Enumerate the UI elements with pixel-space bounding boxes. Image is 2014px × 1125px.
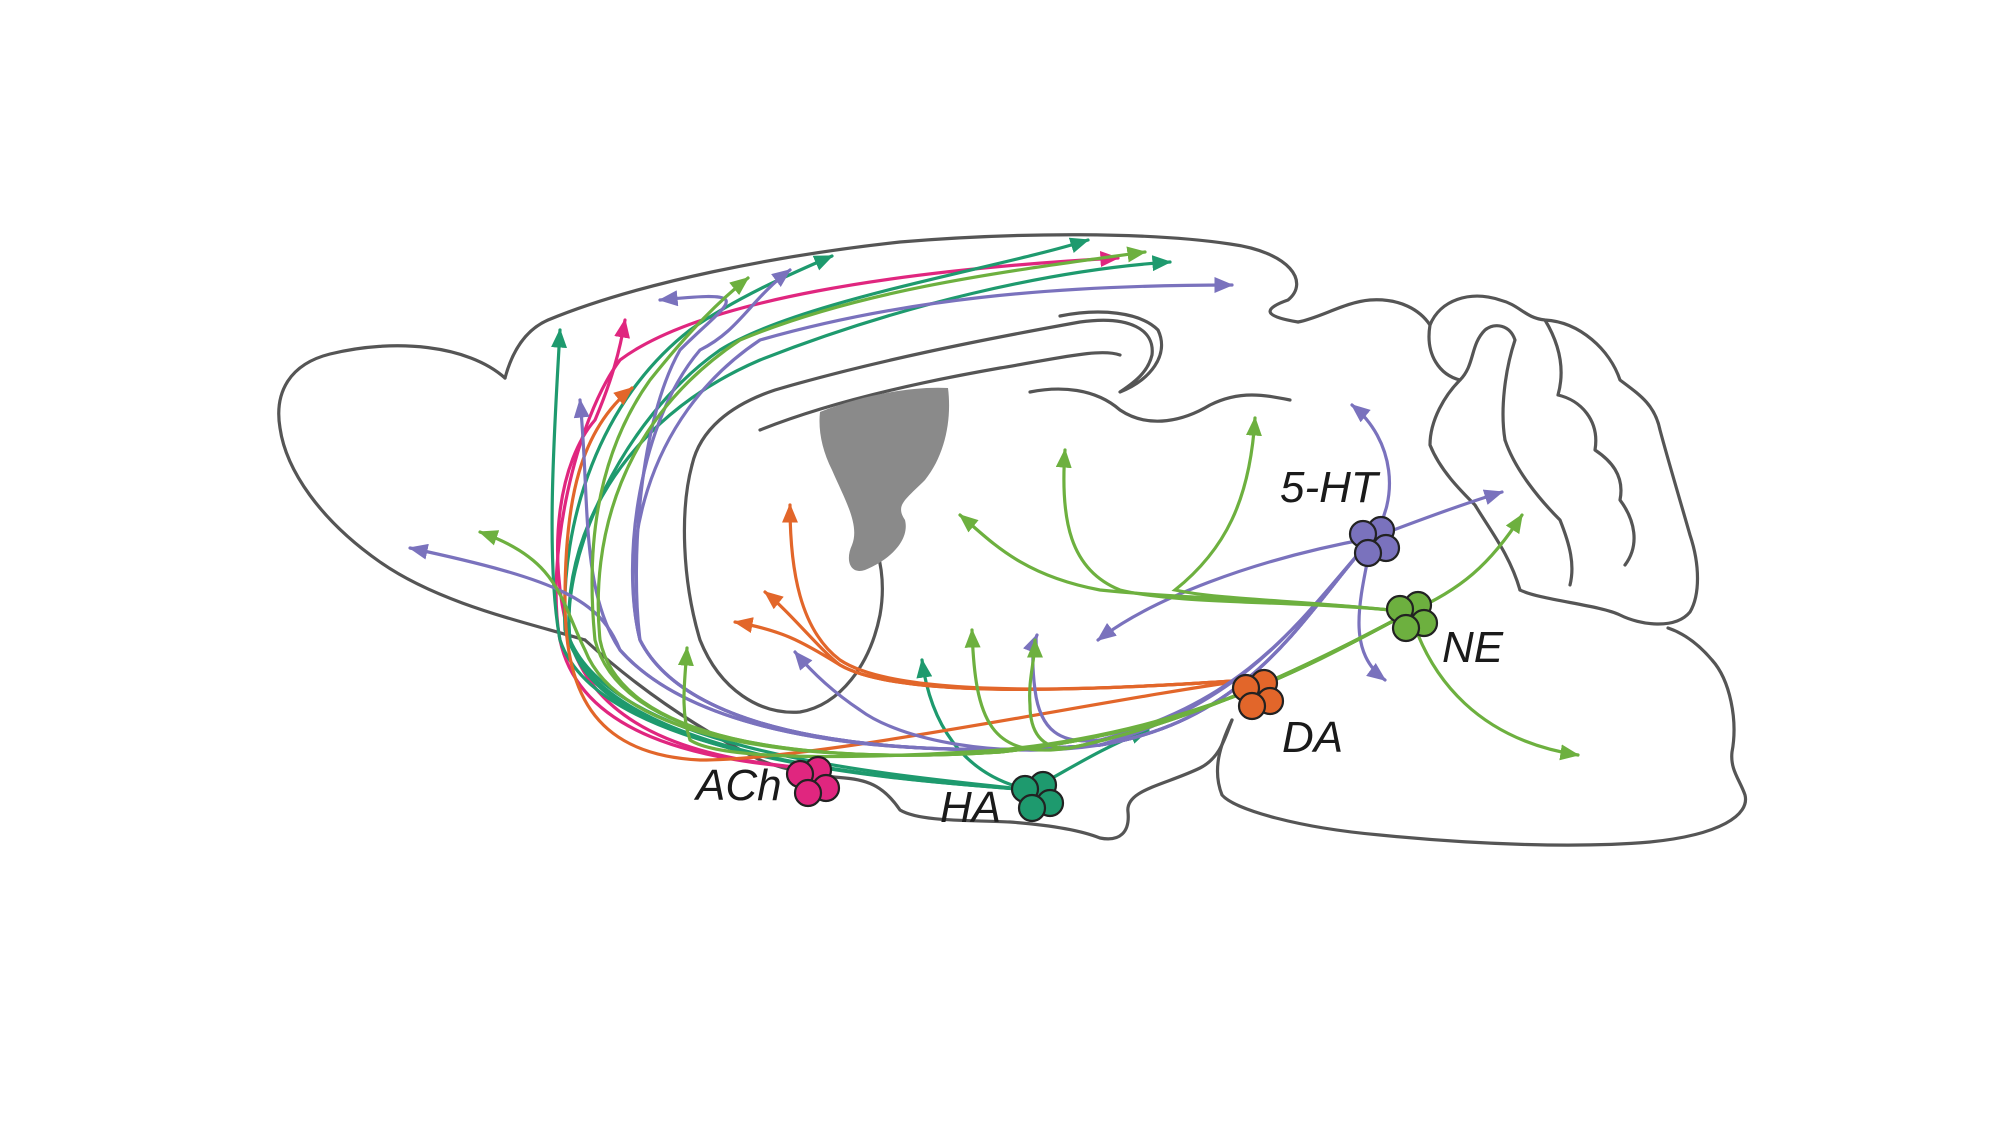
nucleus-serotonin: [1348, 515, 1401, 568]
label-ne: NE: [1442, 623, 1504, 672]
nucleus-ach: [785, 755, 841, 808]
cerebellum-folia-4: [1503, 438, 1574, 587]
label-serotonin: 5-HT: [1280, 463, 1381, 512]
label-da: DA: [1282, 713, 1343, 762]
hippocampus-inner-outline: [758, 351, 1122, 432]
ventral-forebrain-outline: [583, 638, 1234, 841]
cerebellum-folia-1: [1427, 323, 1517, 442]
corpus-callosum-outline: [690, 310, 1164, 467]
nucleus-ne: [1385, 590, 1439, 643]
projections-ne: [478, 246, 1580, 761]
olfactory-bulb-outline: [277, 344, 587, 642]
cerebellum-folia-3: [1428, 378, 1522, 592]
label-ha: HA: [940, 783, 1001, 832]
lateral-ventricle: [819, 387, 950, 571]
ha-cell: [1017, 793, 1047, 823]
cerebellum-folia-2: [1543, 318, 1636, 567]
nucleus-da: [1231, 668, 1285, 721]
projections-ach: [554, 250, 1120, 770]
hippocampus-outline: [682, 463, 884, 714]
nucleus-ha: [1010, 770, 1065, 823]
serotonin-cell: [1353, 538, 1383, 568]
label-ach: ACh: [693, 761, 782, 810]
da-cell: [1237, 691, 1267, 721]
brainstem-outline: [1215, 626, 1748, 847]
projections-da: [563, 386, 1250, 762]
cerebellum-outline: [1296, 294, 1700, 626]
ne-cell: [1391, 613, 1421, 643]
brain-outline: [277, 233, 1748, 847]
midbrain-outline: [1028, 387, 1292, 423]
cortex-outline: [503, 233, 1300, 380]
ach-cell: [793, 778, 823, 808]
